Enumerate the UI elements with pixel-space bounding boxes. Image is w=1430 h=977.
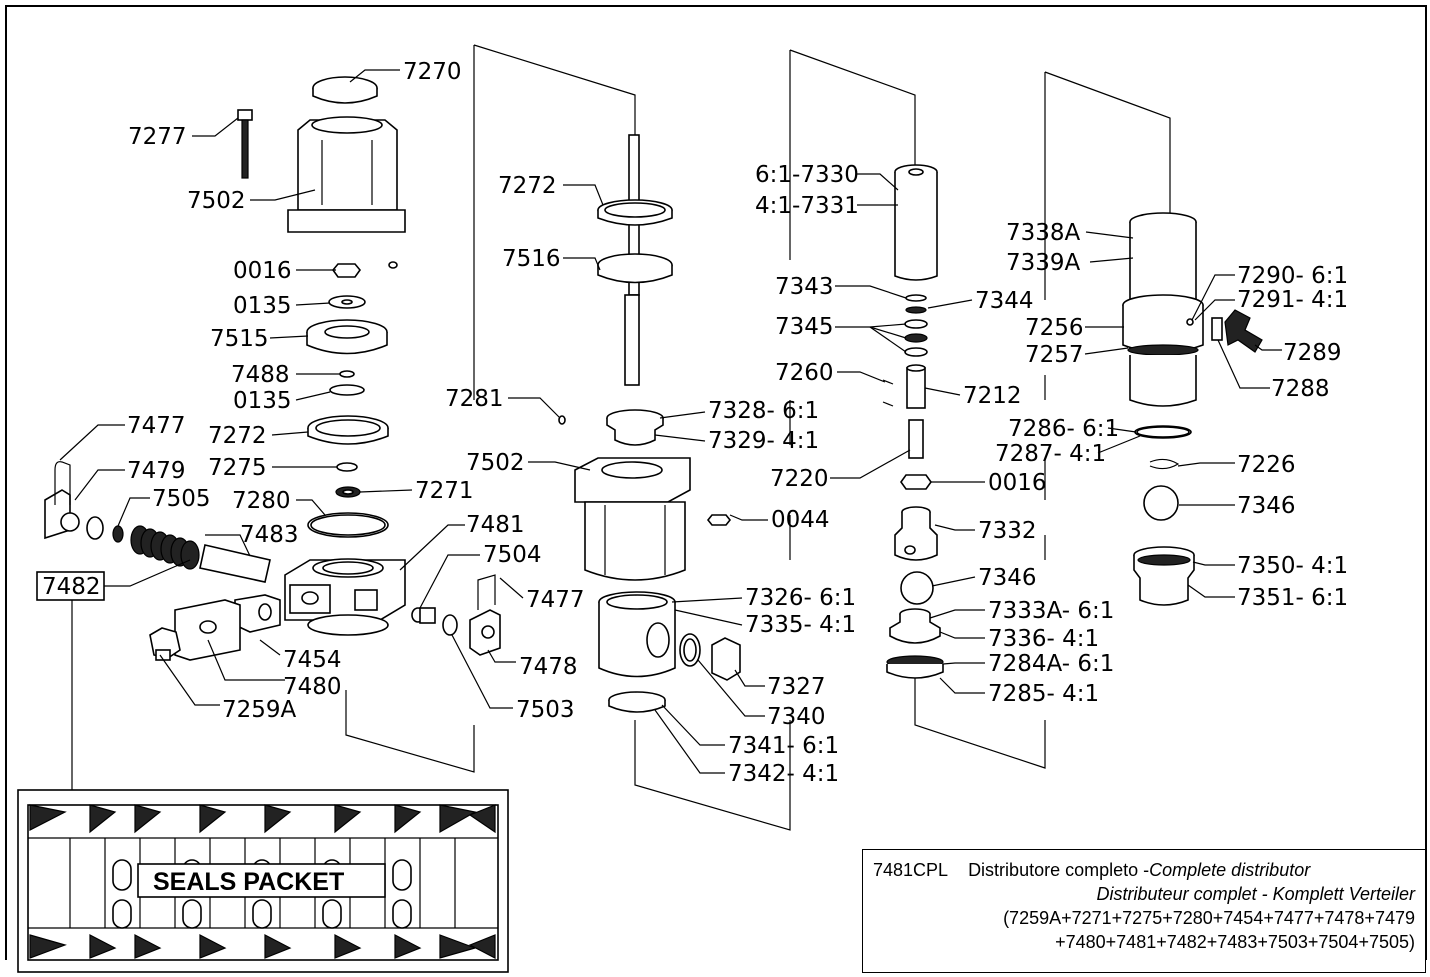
label-7343: 7343 — [775, 274, 834, 300]
label-7275: 7275 — [208, 455, 267, 481]
label-7280: 7280 — [232, 488, 291, 514]
label-7284A: 7284A- 6:1 — [988, 651, 1114, 677]
label-7285: 7285- 4:1 — [988, 681, 1099, 707]
label-7326: 7326- 6:1 — [745, 585, 856, 611]
label-7259A: 7259A — [222, 697, 297, 723]
label-7272-b: 7272 — [498, 173, 557, 199]
label-7351: 7351- 6:1 — [1237, 585, 1348, 611]
label-7333A: 7333A- 6:1 — [988, 598, 1114, 624]
left-column-parts — [44, 76, 501, 661]
label-7516: 7516 — [502, 246, 561, 272]
label-7330: 6:1-7330 — [755, 162, 859, 188]
label-7488: 7488 — [231, 362, 290, 388]
label-7342: 7342- 4:1 — [728, 761, 839, 787]
label-7329: 7329- 4:1 — [708, 428, 819, 454]
label-7286: 7286- 6:1 — [1008, 416, 1119, 442]
label-7479: 7479 — [127, 458, 186, 484]
label-7502: 7502 — [187, 188, 246, 214]
leader-lines — [59, 69, 1282, 774]
kit-name-en: Complete distributor — [1149, 860, 1311, 880]
label-7504: 7504 — [483, 542, 542, 568]
label-7271: 7271 — [415, 478, 474, 504]
label-7503: 7503 — [516, 697, 575, 723]
label-0135: 0135 — [233, 293, 292, 319]
label-7328: 7328- 6:1 — [708, 398, 819, 424]
label-0016-b: 0016 — [988, 470, 1047, 496]
label-7350: 7350- 4:1 — [1237, 553, 1348, 579]
label-7290: 7290- 6:1 — [1237, 263, 1348, 289]
kit-description-line2: Distributeur complet - Komplett Verteile… — [873, 882, 1415, 906]
label-7212: 7212 — [963, 383, 1022, 409]
label-7477-b: 7477 — [526, 587, 585, 613]
label-7277: 7277 — [128, 124, 187, 150]
kit-description-line4: +7480+7481+7482+7483+7503+7504+7505) — [1055, 932, 1415, 952]
label-7335: 7335- 4:1 — [745, 612, 856, 638]
label-7344: 7344 — [975, 288, 1034, 314]
kit-name-fr-de: Distributeur complet - Komplett Verteile… — [1096, 884, 1415, 904]
label-7346-b: 7346 — [1237, 493, 1296, 519]
label-0016: 0016 — [233, 258, 292, 284]
label-7345: 7345 — [775, 314, 834, 340]
label-7226: 7226 — [1237, 452, 1296, 478]
drawing-frame — [5, 5, 1427, 960]
label-7260: 7260 — [775, 360, 834, 386]
label-7482-box — [36, 571, 105, 601]
kit-description-line1: 7481CPL Distributore completo - Complete… — [873, 858, 1415, 882]
label-7481: 7481 — [466, 512, 525, 538]
label-7502-b: 7502 — [466, 450, 525, 476]
label-0135-b: 0135 — [233, 388, 292, 414]
label-7505: 7505 — [152, 486, 211, 512]
label-7515: 7515 — [210, 326, 269, 352]
seals-packet-label-box — [137, 863, 386, 898]
right-column-parts — [1122, 212, 1263, 606]
label-7340: 7340 — [767, 704, 826, 730]
label-7336: 7336- 4:1 — [988, 626, 1099, 652]
seals-packet: SEALS PACKET — [17, 789, 509, 973]
label-7257: 7257 — [1025, 342, 1084, 368]
label-7281: 7281 — [445, 386, 504, 412]
label-7256: 7256 — [1025, 315, 1084, 341]
label-7272: 7272 — [208, 423, 267, 449]
label-7454: 7454 — [283, 647, 342, 673]
label-7338A: 7338A — [1006, 220, 1081, 246]
kit-description-box: 7481CPL Distributore completo - Complete… — [862, 849, 1426, 973]
label-7480: 7480 — [283, 674, 342, 700]
kit-name-it: Distributore completo - — [968, 860, 1150, 880]
seals-packet-label: SEALS PACKET — [153, 868, 344, 896]
kit-code: 7481CPL — [873, 860, 949, 880]
right-center-column-parts — [882, 164, 944, 679]
label-7270: 7270 — [403, 59, 462, 85]
label-7482: 7482 — [42, 574, 101, 600]
label-7291: 7291- 4:1 — [1237, 287, 1348, 313]
label-7483: 7483 — [240, 522, 299, 548]
label-7341: 7341- 6:1 — [728, 733, 839, 759]
label-7477: 7477 — [127, 413, 186, 439]
label-7327: 7327 — [767, 674, 826, 700]
part-labels: 7270 7277 7502 0016 0135 7515 7488 0135 … — [36, 59, 1348, 787]
label-7287: 7287- 4:1 — [995, 441, 1106, 467]
label-7289: 7289 — [1283, 340, 1342, 366]
label-7346: 7346 — [978, 565, 1037, 591]
center-column-parts — [558, 134, 741, 713]
label-7332: 7332 — [978, 518, 1037, 544]
kit-description-line3: (7259A+7271+7275+7280+7454+7477+7478+747… — [1003, 908, 1415, 928]
label-7331: 4:1-7331 — [755, 193, 859, 219]
label-7339A: 7339A — [1006, 250, 1081, 276]
label-7478: 7478 — [519, 654, 578, 680]
assembly-brackets — [71, 44, 1171, 831]
label-7288: 7288 — [1271, 376, 1330, 402]
label-0044: 0044 — [771, 507, 830, 533]
label-7220: 7220 — [770, 466, 829, 492]
